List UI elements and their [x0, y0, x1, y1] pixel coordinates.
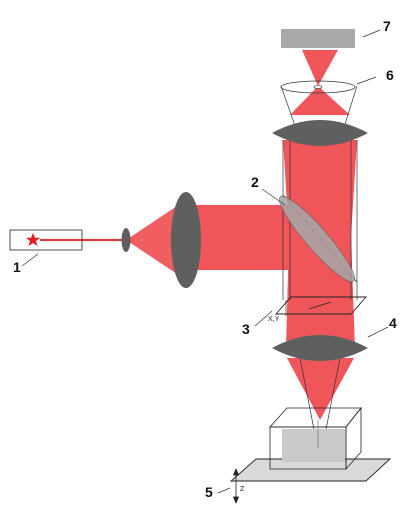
detection-cone — [290, 86, 350, 115]
xy-scanner-plane — [275, 296, 367, 316]
stage-plate — [229, 458, 392, 482]
collimating-lens — [171, 192, 201, 288]
expanding-beam — [126, 200, 186, 280]
leader-lines — [21, 29, 389, 494]
confocal-pinhole — [280, 80, 356, 94]
label-2: 2 — [251, 174, 259, 190]
label-3: 3 — [242, 321, 250, 337]
pinhole-lens — [121, 228, 131, 252]
laser-source — [9, 229, 83, 251]
dichroic-mirror — [279, 194, 358, 283]
sample-stage — [229, 406, 392, 482]
beam-paths — [40, 50, 357, 420]
detector-cone — [302, 50, 338, 86]
z-axis-label: Z — [240, 486, 245, 493]
label-7: 7 — [383, 18, 391, 34]
scan-axes-label: X,Y — [268, 316, 280, 323]
sample-volume — [282, 429, 345, 462]
focus-cone — [287, 358, 354, 420]
z-axis-arrow — [232, 467, 240, 505]
star-icon — [26, 233, 40, 246]
label-1: 1 — [13, 259, 21, 275]
objective-lens — [272, 335, 368, 361]
label-6: 6 — [386, 67, 394, 83]
label-5: 5 — [205, 484, 213, 500]
detector — [281, 29, 355, 48]
tube-lens — [272, 120, 368, 146]
label-4: 4 — [389, 315, 397, 331]
